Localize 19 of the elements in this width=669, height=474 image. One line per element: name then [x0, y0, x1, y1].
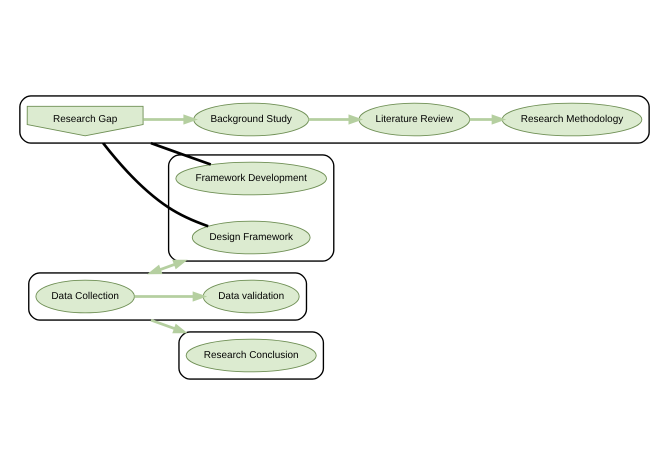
- arrow: [147, 259, 188, 274]
- node-ellipse: Research Methodology: [502, 102, 642, 136]
- node-ellipse: Data Collection: [35, 279, 135, 313]
- arrow: [143, 114, 198, 124]
- node-ellipse: Design Framework: [192, 220, 311, 254]
- arrow: [470, 114, 506, 124]
- node-ellipse: Research Conclusion: [186, 338, 317, 372]
- arrow: [150, 318, 188, 333]
- node-ellipse: Background Study: [193, 102, 310, 136]
- cluster: [28, 272, 308, 320]
- cluster: [19, 94, 650, 144]
- connector: [102, 142, 209, 228]
- arrow: [308, 114, 364, 124]
- node-ellipse: Literature Review: [358, 102, 470, 136]
- arrow: [134, 290, 208, 302]
- node-ellipse: Data validation: [202, 279, 300, 313]
- cluster: [178, 330, 324, 380]
- cluster: [168, 154, 334, 262]
- node-ellipse: Framework Development: [175, 161, 327, 195]
